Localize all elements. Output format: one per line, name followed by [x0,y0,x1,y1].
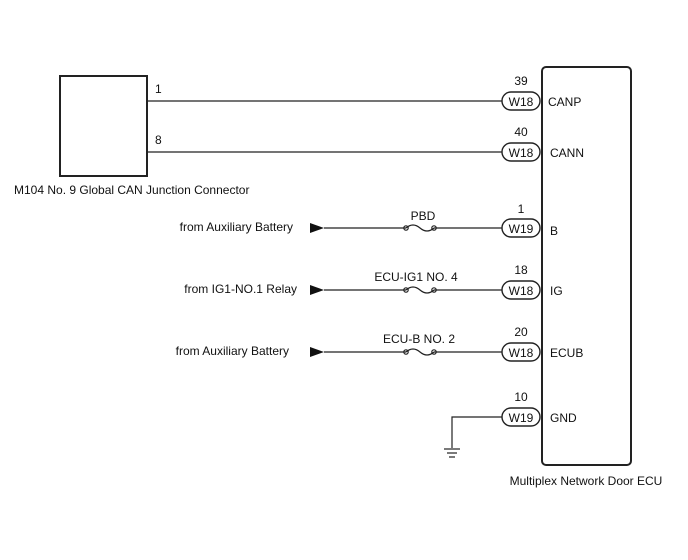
connector-oval [501,91,541,111]
fuse-ecu-ig1-symbol [405,286,435,294]
junction-connector-box [59,75,148,177]
connector-oval [501,342,541,362]
connector-oval [501,142,541,162]
connector-tag: W18 [509,284,534,298]
source-label-ig: from IG1-NO.1 Relay [184,282,297,296]
connector-oval [501,407,541,427]
pin-number: 18 [514,263,528,277]
pin-number: 40 [514,125,528,139]
fuse-label-ecu-ig1: ECU-IG1 NO. 4 [374,270,458,284]
arrow-ig-icon [310,285,324,295]
junction-connector-label: M104 No. 9 Global CAN Junction Connector [14,183,249,197]
connector-tag: W18 [509,95,534,109]
source-label-ecub: from Auxiliary Battery [176,344,289,358]
ecu-box [541,66,632,466]
fuse-label-pbd: PBD [411,209,436,223]
arrow-b-icon [310,223,324,233]
source-label-b: from Auxiliary Battery [180,220,293,234]
terminal-canp: CANP [548,95,581,109]
connector-tag: W18 [509,346,534,360]
fuse-ecu-b-symbol [405,348,435,356]
fuse-label-ecu-b: ECU-B NO. 2 [383,332,455,346]
terminal-b: B [550,224,558,238]
connector-tag: W18 [509,146,534,160]
terminal-ecub: ECUB [550,346,583,360]
pin-number: 39 [514,74,528,88]
connector-tag: W19 [509,411,534,425]
pin-number: 1 [518,202,525,216]
fuse-pbd-symbol [405,224,435,232]
pin-number: 10 [514,390,528,404]
terminal-ig: IG [550,284,563,298]
pin-number: 20 [514,325,528,339]
connector-tag: W19 [509,222,534,236]
terminal-gnd: GND [550,411,577,425]
terminal-cann: CANN [550,146,584,160]
connector-oval [501,280,541,300]
connector-oval [501,218,541,238]
wire-gnd [451,416,502,448]
arrow-ecub-icon [310,347,324,357]
ecu-label: Multiplex Network Door ECU [510,474,663,488]
junction-pin-1: 1 [155,82,162,96]
junction-pin-8: 8 [155,133,162,147]
